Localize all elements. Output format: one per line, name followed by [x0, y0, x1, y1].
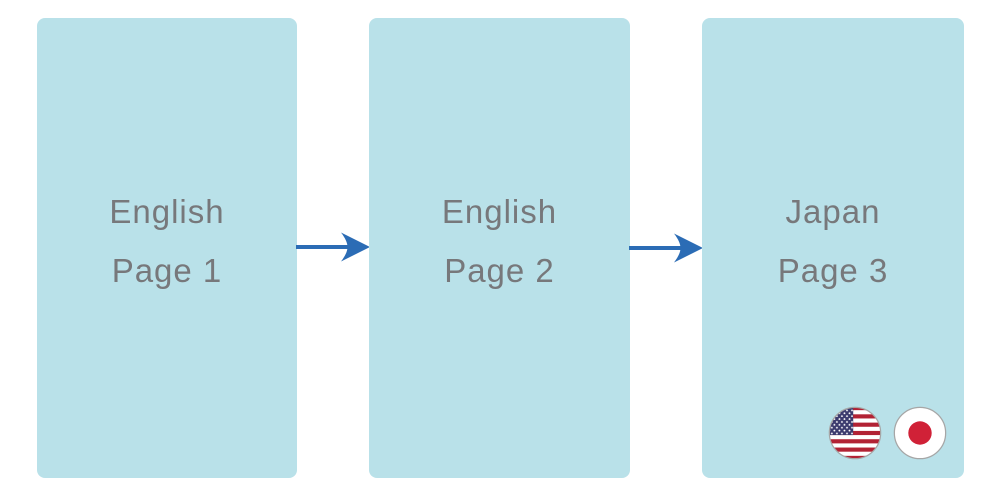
japan-flag-icon[interactable] [893, 406, 947, 460]
card-page-label: Page 3 [777, 252, 889, 289]
card-language-label: Japan [785, 193, 881, 230]
page-card-japan-3: Japan Page 3 [702, 18, 964, 478]
page-card-english-2: English Page 2 [369, 18, 630, 478]
us-flag-icon[interactable] [828, 406, 882, 460]
card-page-label: Page 1 [111, 252, 223, 289]
card-page-label: Page 2 [444, 252, 555, 289]
card-text-block: Japan Page 3 [778, 182, 889, 300]
card-text-block: English Page 1 [109, 182, 224, 300]
card-language-label: English [441, 193, 558, 230]
flow-arrow-icon [629, 233, 703, 263]
page-card-english-1: English Page 1 [37, 18, 297, 478]
card-text-block: English Page 2 [442, 182, 557, 300]
card-language-label: English [109, 193, 225, 230]
language-flag-group [828, 406, 947, 460]
flow-arrow-icon [296, 232, 370, 262]
